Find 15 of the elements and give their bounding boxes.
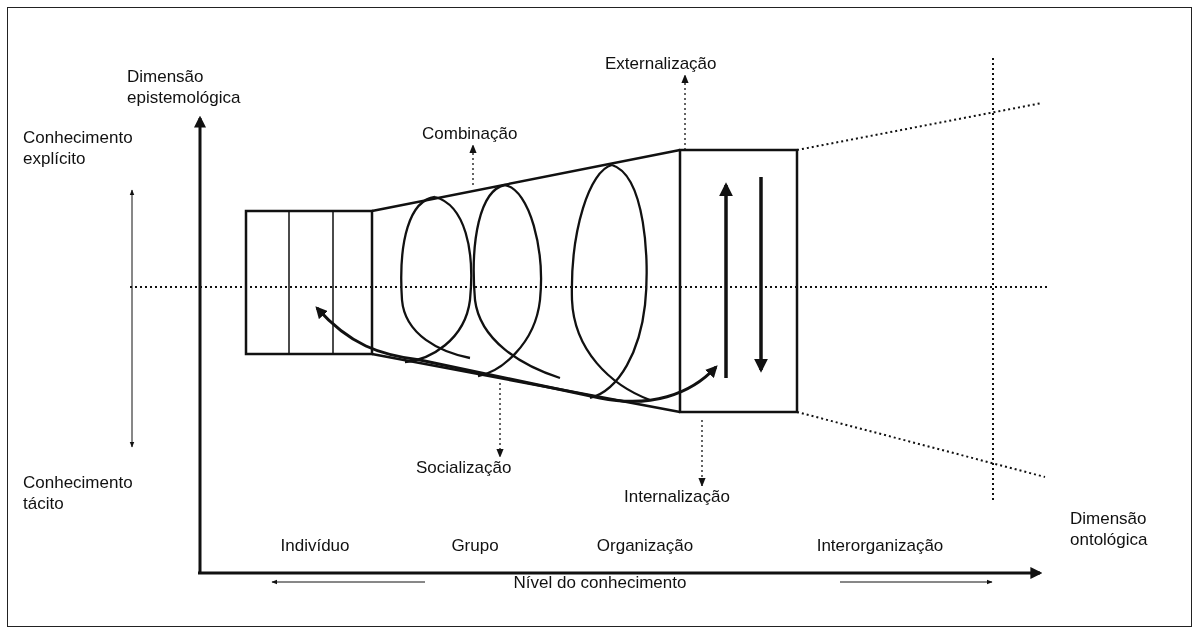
axis-label: Dimensão epistemológica	[127, 66, 242, 108]
axis-label: Conhecimento tácito	[23, 472, 134, 514]
dotted-arrow	[469, 144, 477, 186]
axis-label: Organização	[595, 535, 695, 556]
axis-label: Nível do conhecimento	[512, 572, 688, 593]
axis-label: Indivíduo	[279, 535, 351, 556]
axis-label: Dimensão ontológica	[1070, 508, 1149, 550]
axis-label: Grupo	[450, 535, 500, 556]
dotted-arrow	[681, 74, 689, 151]
mode-label: Socialização	[414, 457, 514, 479]
dotted-arrow	[698, 419, 706, 487]
dotted-arrow	[496, 382, 504, 458]
mode-label: Internalização	[622, 486, 732, 508]
axis-label: Conhecimento explícito	[23, 127, 134, 169]
axis-label: Interorganização	[815, 535, 945, 556]
